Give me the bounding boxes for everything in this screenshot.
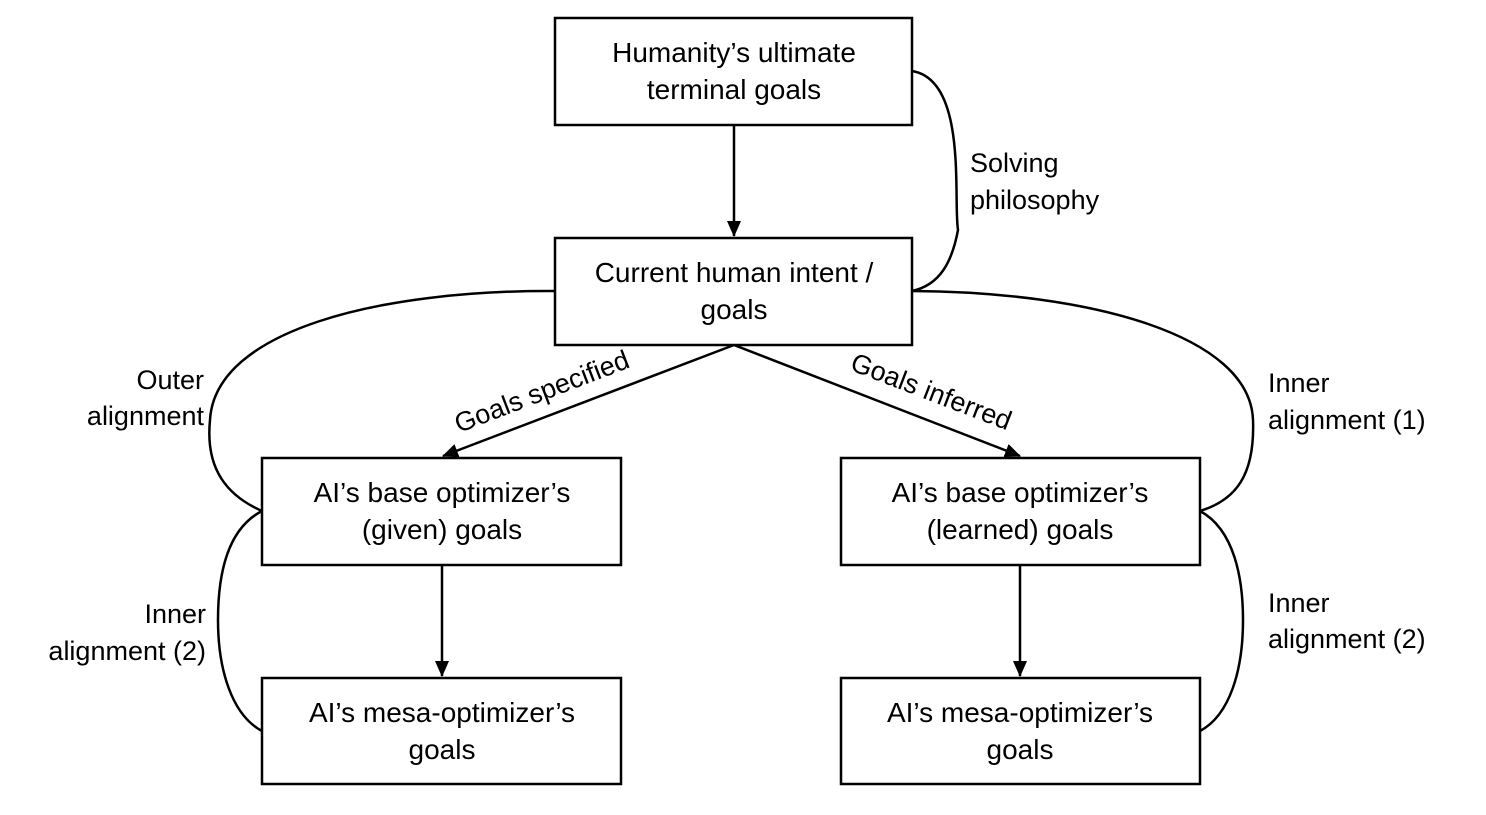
node-mesa-right-line1: AI’s mesa-optimizer’s — [887, 697, 1153, 728]
label-outer-alignment-line2: alignment — [87, 401, 205, 431]
node-mesa-optimizer-right: AI’s mesa-optimizer’s goals — [839, 676, 1202, 786]
inner-alignment-2-right-curve — [1199, 509, 1245, 733]
node-mesa-left-line2: goals — [409, 734, 476, 765]
inner-alignment-2-left-curve — [216, 509, 263, 733]
arrow-goals-specified — [442, 343, 735, 458]
label-solving-philosophy-line1: Solving — [970, 148, 1059, 178]
node-base-learned-line1: AI’s base optimizer’s — [892, 477, 1149, 508]
node-humanity-line1: Humanity’s ultimate — [612, 37, 856, 68]
label-inner-alignment-2-right-line1: Inner — [1268, 588, 1330, 618]
label-solving-philosophy-line2: philosophy — [970, 185, 1100, 215]
node-humanity-line2: terminal goals — [647, 74, 821, 105]
edge-label-goals-specified: Goals specified — [450, 345, 633, 439]
label-inner-alignment-1-line2: alignment (1) — [1268, 405, 1426, 435]
outer-alignment-curve — [208, 289, 556, 513]
node-mesa-left-line1: AI’s mesa-optimizer’s — [309, 697, 575, 728]
node-base-learned-line2: (learned) goals — [927, 514, 1114, 545]
label-inner-alignment-1-line1: Inner — [1268, 368, 1330, 398]
node-mesa-right-line2: goals — [987, 734, 1054, 765]
node-current-line2: goals — [701, 294, 768, 325]
node-humanity-terminal-goals: Humanity’s ultimate terminal goals — [553, 16, 914, 127]
inner-alignment-1-curve — [911, 289, 1255, 513]
solving-philosophy-curve — [911, 69, 960, 293]
label-inner-alignment-2-left-line1: Inner — [144, 599, 206, 629]
node-mesa-optimizer-left: AI’s mesa-optimizer’s goals — [260, 676, 623, 786]
node-current-line1: Current human intent / — [595, 257, 874, 288]
arrow-goals-inferred — [733, 343, 1021, 458]
node-base-given-line1: AI’s base optimizer’s — [314, 477, 571, 508]
node-base-optimizer-learned: AI’s base optimizer’s (learned) goals — [839, 456, 1202, 567]
label-inner-alignment-2-right-line2: alignment (2) — [1268, 624, 1426, 654]
node-base-optimizer-given: AI’s base optimizer’s (given) goals — [260, 456, 623, 567]
node-base-given-line2: (given) goals — [362, 514, 522, 545]
node-current-human-intent: Current human intent / goals — [553, 236, 914, 347]
label-inner-alignment-2-left-line2: alignment (2) — [48, 636, 206, 666]
label-outer-alignment-line1: Outer — [136, 365, 204, 395]
